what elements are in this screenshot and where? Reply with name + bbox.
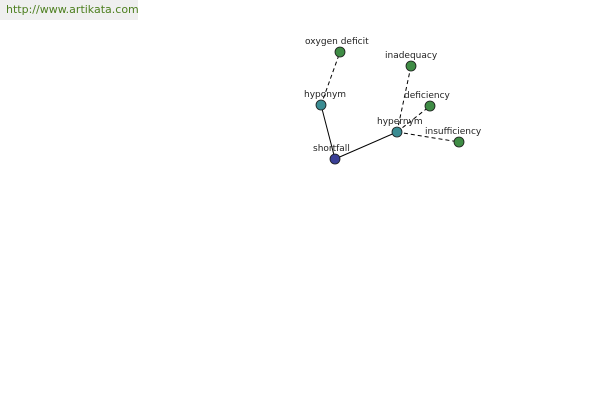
edge-hypernym-insufficiency — [396, 131, 460, 143]
node-label-insufficiency[interactable]: insufficiency — [425, 127, 482, 137]
edges-layer — [320, 51, 460, 160]
edge-hyponym-oxygen_deficit — [320, 51, 341, 106]
node-label-oxygen-deficit[interactable]: oxygen deficit — [305, 37, 369, 47]
edge-hypernym-deficiency — [396, 105, 431, 133]
edge-shortfall-hypernym — [334, 131, 398, 160]
node-deficiency[interactable] — [424, 100, 436, 112]
nodes-layer — [315, 46, 465, 165]
node-label-hypernym[interactable]: hypernym — [377, 117, 423, 127]
node-inadequacy[interactable] — [405, 60, 417, 72]
edge-hypernym-inadequacy — [396, 65, 412, 133]
node-label-inadequacy[interactable]: inadequacy — [385, 51, 438, 61]
node-insufficiency[interactable] — [453, 136, 465, 148]
node-label-shortfall[interactable]: shortfall — [313, 144, 350, 154]
watermark-link[interactable]: http://www.artikata.com — [0, 0, 139, 20]
node-hyponym[interactable] — [315, 99, 327, 111]
node-shortfall[interactable] — [329, 153, 341, 165]
labels-layer: shortfall hyponym hypernym oxygen deficit in… — [304, 37, 482, 154]
node-oxygen-deficit[interactable] — [334, 46, 346, 58]
node-label-hyponym[interactable]: hyponym — [304, 90, 346, 100]
node-label-deficiency[interactable]: deficiency — [404, 91, 451, 101]
node-hypernym[interactable] — [391, 126, 403, 138]
edge-shortfall-hyponym — [320, 104, 336, 160]
